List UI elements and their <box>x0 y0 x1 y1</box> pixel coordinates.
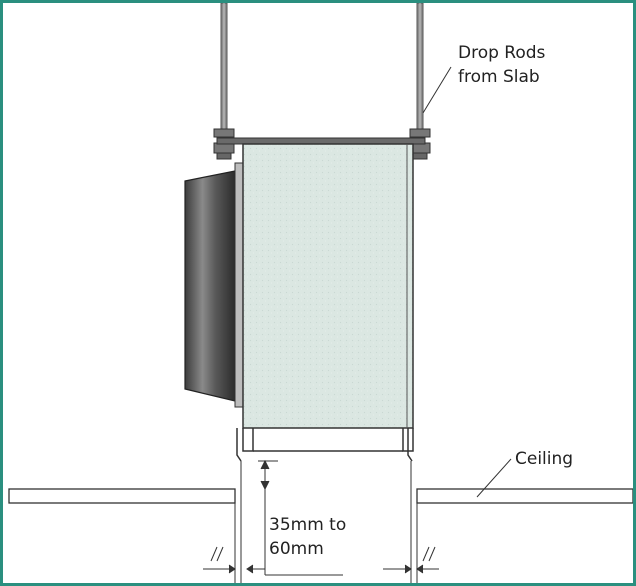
gap-label-line1: 35mm to <box>269 515 347 535</box>
fan-unit-body <box>236 143 414 462</box>
drop-rods-label: Drop Rods from Slab <box>458 41 545 89</box>
drop-rods-label-line1: Drop Rods <box>458 43 546 63</box>
drop-rods-label-line2: from Slab <box>458 67 540 87</box>
drop-rod-left <box>213 3 235 160</box>
mounting-bracket <box>216 137 426 145</box>
drop-rods-leader <box>422 66 452 114</box>
duct-collar <box>184 162 244 408</box>
installation-diagram <box>8 3 633 583</box>
gap-dimension <box>203 459 439 583</box>
ceiling-panel-left <box>8 488 236 583</box>
gap-label-line2: 60mm <box>269 539 324 559</box>
ceiling-panel-right <box>416 488 633 583</box>
drop-rod-right <box>409 3 431 160</box>
ceiling-label: Ceiling <box>515 449 574 469</box>
ceiling-leader <box>476 458 512 498</box>
gap-label: 35mm to 60mm <box>269 513 346 561</box>
